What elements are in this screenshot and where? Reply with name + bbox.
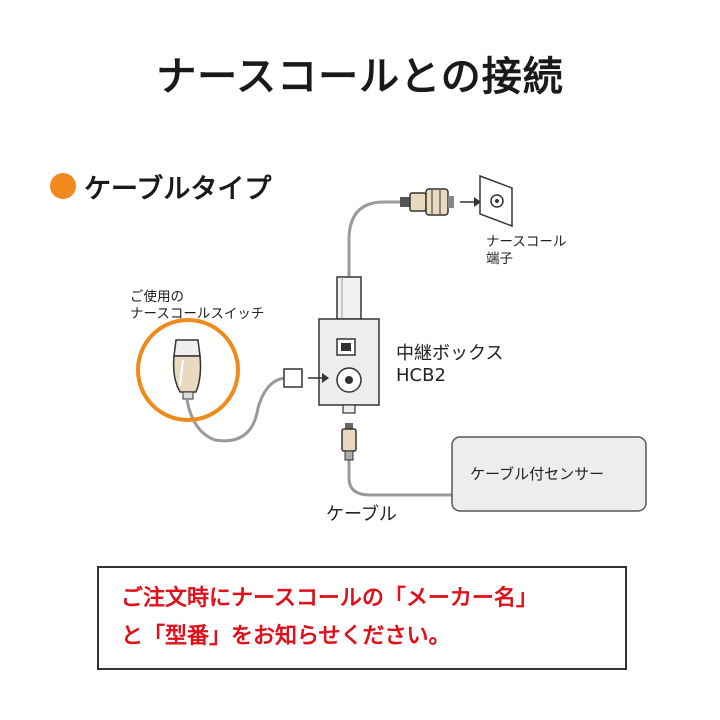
terminal-label: ナースコール 端子 <box>486 234 567 267</box>
cable-from-switch <box>185 376 286 443</box>
cable-to-terminal <box>347 200 406 280</box>
arrow-right-icon <box>460 197 481 207</box>
switch-highlight-ring <box>136 318 240 422</box>
relay-box-bottom-connector-icon <box>341 404 357 461</box>
sensor-label: ケーブル付センサー <box>470 465 605 483</box>
switch-label: ご使用の ナースコールスイッチ <box>130 289 265 322</box>
nurse-call-plug-icon <box>400 188 454 216</box>
cable-label: ケーブル <box>326 504 397 525</box>
switch-plug-icon <box>283 368 303 388</box>
sensor-box <box>451 436 647 512</box>
wall-terminal-icon <box>479 174 513 228</box>
relay-box-top-plug-icon <box>336 276 362 320</box>
notice-line-1: ご注文時にナースコールの「メーカー名」 <box>121 586 538 611</box>
page-title: ナースコールとの接続 <box>156 54 564 100</box>
cable-to-sensor <box>347 460 452 497</box>
section-heading: ケーブルタイプ <box>50 168 272 205</box>
section-heading-text: ケーブルタイプ <box>84 173 272 205</box>
relay-box-icon <box>318 318 380 406</box>
notice-line-2: と「型番」をお知らせください。 <box>121 624 451 649</box>
nurse-call-switch-icon <box>172 339 202 400</box>
relay-box-label: 中継ボックス HCB2 <box>396 343 504 386</box>
arrow-right-icon <box>308 373 329 383</box>
order-notice: ご注文時にナースコールの「メーカー名」 と「型番」をお知らせください。 <box>97 566 627 670</box>
orange-bullet-icon <box>50 173 76 199</box>
